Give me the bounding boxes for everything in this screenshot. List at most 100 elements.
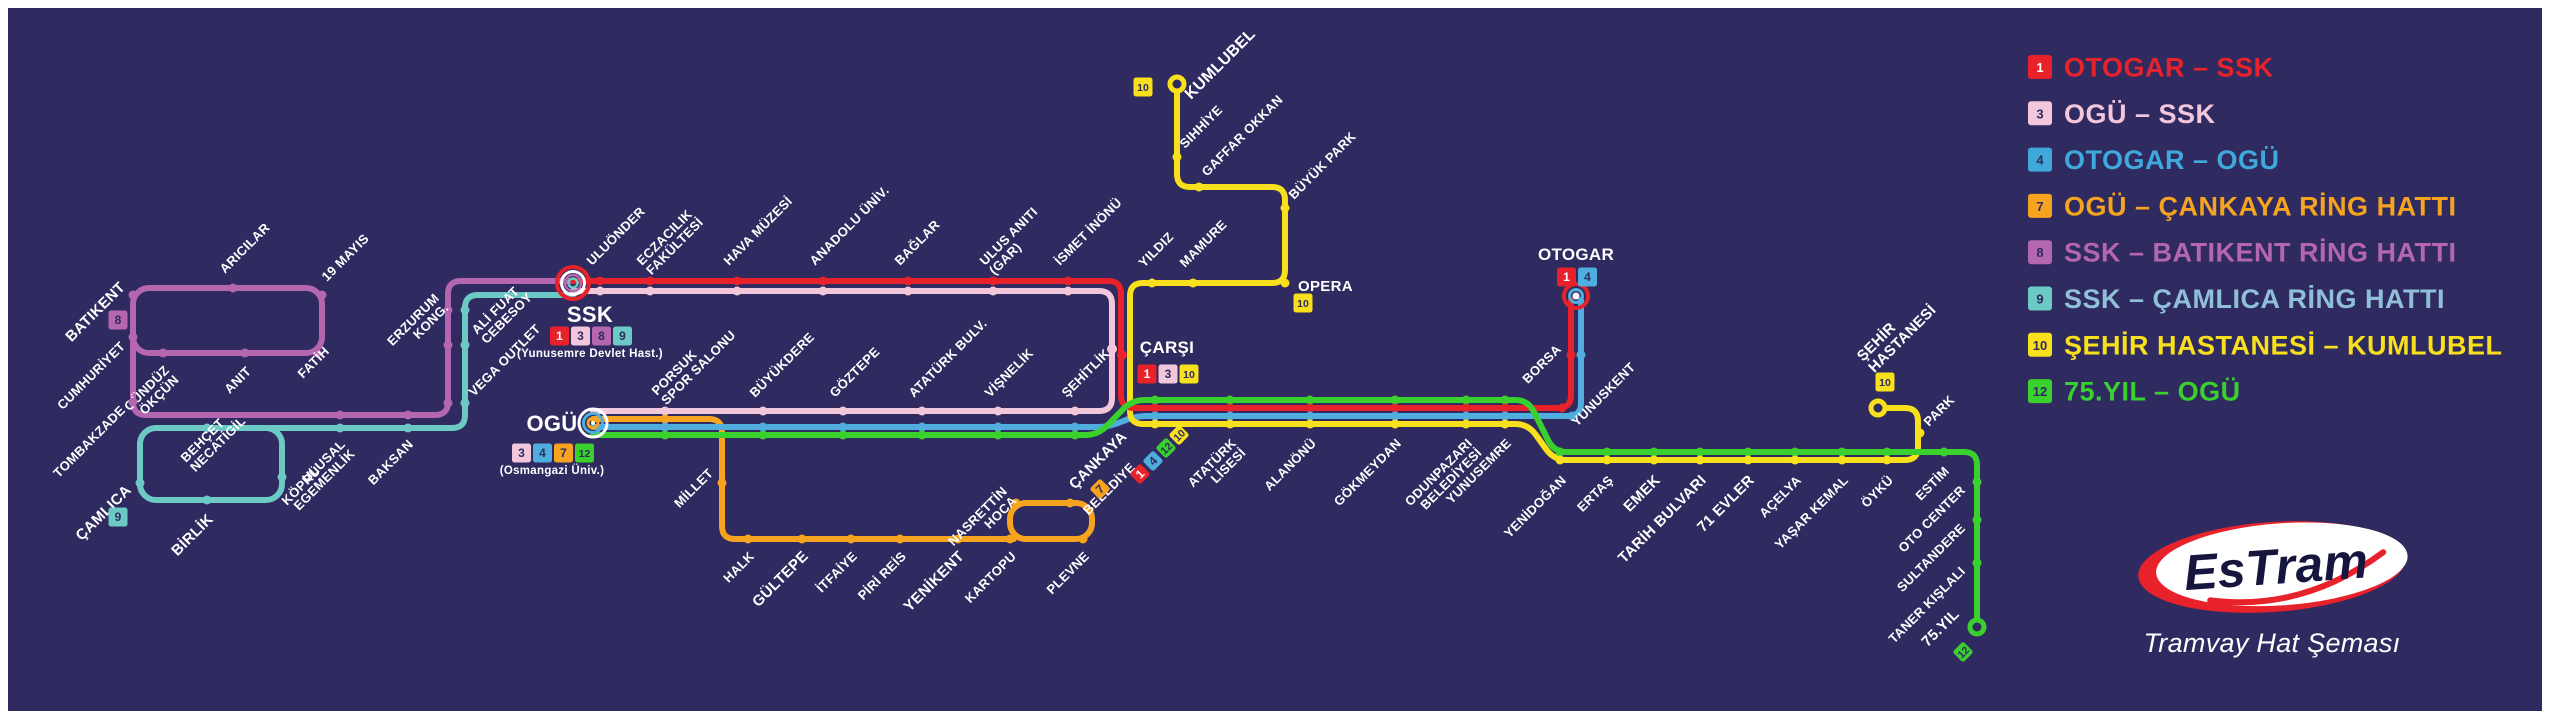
station-dot [818, 286, 828, 296]
station-dot [1500, 403, 1510, 413]
station-dot [645, 276, 655, 286]
station-dot [797, 534, 807, 544]
station-dot [660, 430, 670, 440]
station-dot [1500, 411, 1510, 421]
legend-label: SSK – ÇAMLICA RİNG HATTI [2064, 284, 2445, 314]
logo-white-ellipse [2156, 522, 2408, 607]
line-badge-10: 10 [1293, 293, 1313, 313]
badge-number: 4 [1584, 270, 1591, 284]
legend-badge-number: 8 [2036, 245, 2043, 260]
station-dot [135, 478, 145, 488]
line-badge-10: 10 [1169, 425, 1189, 445]
legend-badge-box [2028, 332, 2052, 357]
station-dot [1882, 447, 1892, 457]
station-dot [1305, 395, 1315, 405]
badge-number: 10 [1879, 377, 1891, 389]
badge-number: 1 [556, 329, 563, 343]
line-badge-12: 12 [1953, 642, 1973, 662]
logo-swoosh [2207, 549, 2387, 606]
line-12 [590, 397, 1987, 637]
line-badge-1: 1 [550, 326, 569, 346]
station-dot [158, 348, 168, 358]
badge-number: 12 [579, 448, 591, 460]
station-dot [1070, 406, 1080, 416]
line-8-ring-loop [130, 285, 325, 356]
badge-number: 9 [619, 329, 626, 343]
station-dot [1555, 455, 1565, 465]
badge-box [1953, 642, 1973, 662]
station-dot [1063, 286, 1073, 296]
station-dot [1280, 203, 1290, 213]
hub-label-carsi: ÇARŞI [1140, 338, 1194, 357]
line-10-path [1127, 81, 1921, 463]
station-dot [1790, 447, 1800, 457]
station-dot [953, 534, 963, 544]
badge-box [575, 443, 594, 463]
station-dot [1011, 498, 1021, 508]
line-badge-7: 7 [554, 443, 573, 463]
logo-ellipse-group: EsTram [2138, 521, 2408, 613]
hub-ring [567, 277, 579, 289]
line-badge-9: 9 [613, 326, 632, 346]
legend-badge-box [2028, 379, 2052, 404]
legend-badge-box [2028, 193, 2052, 218]
station-dot [1078, 534, 1088, 544]
station-dot [128, 332, 138, 342]
legend-label: OTOGAR – SSK [2064, 53, 2274, 83]
line-7-ring-loop [1007, 500, 1095, 542]
hub-label-otogar: OTOGAR [1538, 245, 1614, 264]
station-dot [1147, 278, 1157, 288]
station-dot [1070, 430, 1080, 440]
badge-box [1143, 451, 1163, 471]
legend-badge-number: 7 [2036, 199, 2043, 214]
badge-box [1169, 425, 1189, 445]
station-dot [917, 422, 927, 432]
line-8 [130, 278, 576, 418]
station-dot [1065, 498, 1075, 508]
badge-number: 10 [1297, 298, 1309, 310]
legend-label: SSK – BATIKENT RİNG HATTI [2064, 238, 2457, 268]
legend-label: OGÜ – ÇANKAYA RİNG HATTI [2064, 191, 2457, 221]
station-dot [460, 398, 470, 408]
station-dot [895, 534, 905, 544]
line-badge-3: 3 [1158, 364, 1178, 384]
line-badge-4: 4 [533, 443, 552, 463]
station-dot [335, 410, 345, 420]
station-dot [993, 422, 1003, 432]
station-dot [1461, 395, 1471, 405]
badge-box [1133, 77, 1153, 97]
line-badge-3: 3 [571, 326, 590, 346]
line-badge-1: 1 [1137, 364, 1157, 384]
station-dot [1743, 447, 1753, 457]
badge-box [512, 443, 531, 463]
station-dot [1225, 403, 1235, 413]
station-dot [1790, 455, 1800, 465]
line-10-terminus-loop [1868, 398, 1888, 418]
station-dot [838, 422, 848, 432]
station-dot [903, 286, 913, 296]
legend-label: 75.YIL – OGÜ [2064, 377, 2241, 407]
badge-box [1158, 364, 1178, 384]
station-dot [1070, 422, 1080, 432]
legend-badge-box [2028, 286, 2052, 311]
hub-ring [586, 416, 600, 430]
line-9-path [261, 292, 576, 431]
station-dot [758, 430, 768, 440]
station-dot [1939, 447, 1949, 457]
badge-box [108, 310, 128, 330]
station-dot [993, 430, 1003, 440]
station-dot [993, 406, 1003, 416]
station-dot [1063, 276, 1073, 286]
station-dot [838, 430, 848, 440]
station-dot [1305, 403, 1315, 413]
station-dot [202, 495, 212, 505]
station-dot [1649, 455, 1659, 465]
line-badge-3: 3 [512, 443, 531, 463]
badge-number: 8 [598, 329, 605, 343]
station-dot [645, 286, 655, 296]
